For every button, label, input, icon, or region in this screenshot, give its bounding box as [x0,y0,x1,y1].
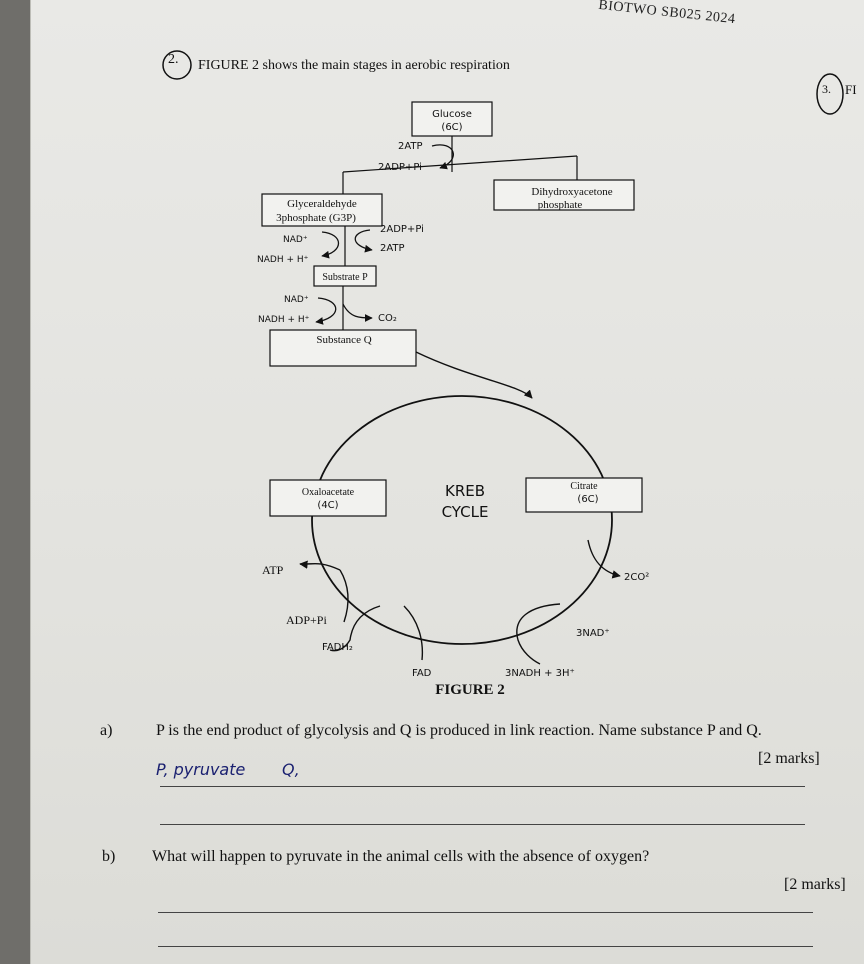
citrate-label: Citrate [570,481,598,492]
substance-q-box [269,329,417,367]
question-number: 2. [168,52,179,67]
krebs-cycle-circle [311,395,613,645]
atp-in-label: 2ATP [398,141,423,152]
adp-in-2-label: 2ADP+Pi [380,224,424,235]
next-question-title-partial: FI [845,82,857,97]
adp-k-label: ADP+Pi [286,613,327,627]
respiration-diagram: Glucose (6C) 2ATP 2ADP+Pi Glyceraldehyde… [257,101,649,698]
kreb-label-1: KREB [445,482,485,500]
dhap-box [493,179,635,211]
citrate-box [525,477,643,513]
next-question-number: 3. [822,82,831,96]
next-question-circle [816,73,844,115]
part-a-label: a) [100,722,113,739]
substrate-p-box [313,265,377,287]
citrate-carbon: (6C) [577,494,598,505]
part-a-question: P is the end product of glycolysis and Q… [156,722,762,739]
figure-caption: FIGURE 2 [435,682,505,698]
nad-1-label: NAD⁺ [283,235,308,245]
co2-link-label: CO₂ [378,313,397,324]
nadh-2-label: NADH + H⁺ [258,315,310,325]
substance-q-label: Substance Q [316,334,371,346]
nadh-1-label: NADH + H⁺ [257,255,309,265]
nadh-k-label: 3NADH + 3H⁺ [505,668,575,679]
nad-k-label: 3NAD⁺ [576,628,610,639]
fadh2-label: FADH₂ [322,642,353,653]
part-b-label: b) [102,848,116,865]
oxaloacetate-box [269,479,387,517]
dhap-label-2: phosphate [538,199,583,211]
part-b-marks: [2 marks] [784,876,846,893]
fad-label: FAD [412,668,432,679]
part-b-question: What will happen to pyruvate in the anim… [152,848,650,865]
co2-k-label: 2CO² [624,572,649,583]
answer-line-b1[interactable] [158,912,813,913]
answer-line-a1[interactable] [160,786,805,787]
answer-q-handwritten[interactable]: Q, [282,760,300,779]
nad-2-label: NAD⁺ [284,295,309,305]
adp-out-label: 2ADP+Pi [378,162,422,173]
question-title: FIGURE 2 shows the main stages in aerobi… [198,58,510,73]
exam-paper [30,0,864,964]
oxaloacetate-carbon: (4C) [317,500,338,511]
substrate-p-label: Substrate P [322,272,368,283]
glucose-label: Glucose [432,109,472,120]
kreb-label-2: CYCLE [442,503,489,521]
atp-out-2-label: 2ATP [380,243,405,254]
dhap-label-1: Dihydroxyacetone [531,186,612,198]
answer-line-a2[interactable] [160,824,805,825]
g3p-label-1: Glyceraldehyde [287,198,357,210]
part-a-marks: [2 marks] [758,750,820,767]
circled-question-mark [162,50,192,80]
g3p-label-2: 3phosphate (G3P) [276,212,356,224]
glucose-carbon: (6C) [441,122,462,133]
answer-line-b2[interactable] [158,946,813,947]
oxaloacetate-label: Oxaloacetate [302,487,355,498]
atp-k-label: ATP [262,563,284,577]
g3p-box [261,193,383,227]
answer-p-handwritten[interactable]: P, pyruvate [156,760,246,779]
